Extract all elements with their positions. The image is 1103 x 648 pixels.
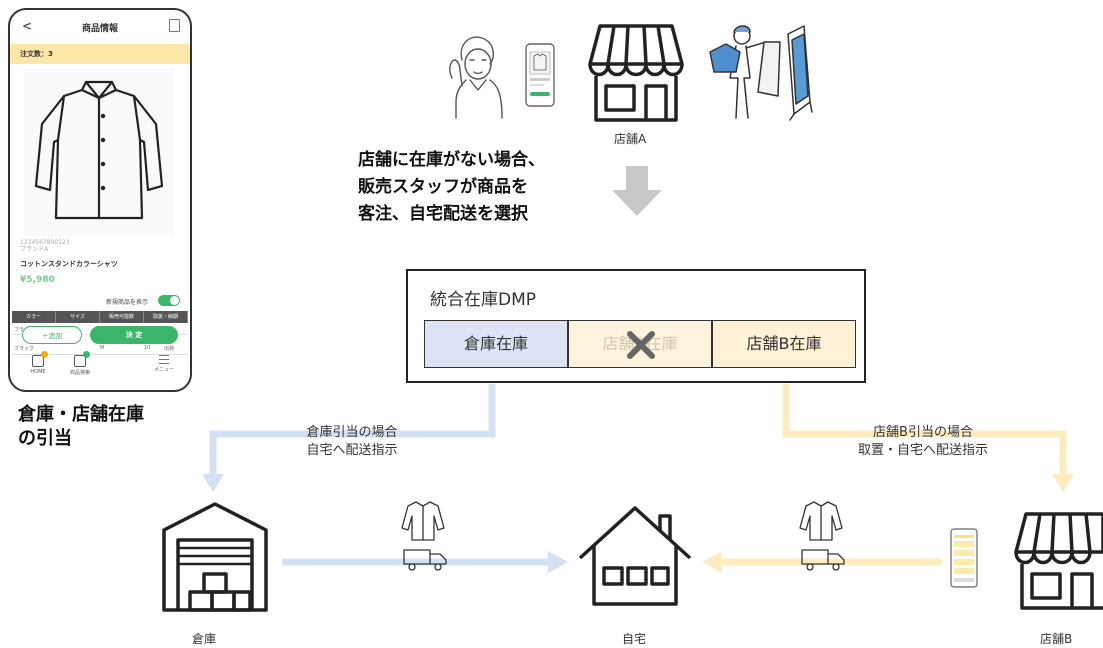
caption-left: 倉庫・店舗在庫 の引当 — [18, 403, 144, 451]
dmp-title: 統合在庫DMP — [430, 290, 537, 310]
row-qty: 10 — [144, 345, 151, 351]
menu-icon — [159, 355, 169, 364]
store-b-stock-cell: 店舗B在庫 — [712, 320, 856, 368]
integrated-inventory-dmp: 統合在庫DMP 倉庫在庫 店舗A在庫 店舗B在庫 — [406, 269, 866, 383]
store-b-label: 店舗B — [1040, 632, 1073, 646]
exit-icon[interactable] — [169, 19, 180, 32]
store-a-icon — [588, 24, 684, 122]
caption-left-line1: 倉庫・店舗在庫 — [18, 404, 144, 425]
toggle-label: 新規商品を表示 — [106, 299, 149, 306]
order-count-bar: 注文数：3 — [10, 44, 190, 64]
home-label: 自宅 — [622, 632, 647, 646]
storeb-route-arrow — [782, 384, 1067, 476]
smartphone-icon — [525, 43, 555, 107]
down-arrow-icon — [612, 166, 662, 216]
shirt-icon — [799, 501, 843, 541]
warehouse-route-arrow — [209, 384, 496, 476]
row-status: 出荷 — [164, 346, 175, 352]
warehouse-label: 倉庫 — [192, 632, 217, 646]
storeb-note-line1: 店舗B引当の場合 — [873, 425, 973, 440]
tab-search-label: 商品検索 — [69, 370, 90, 376]
back-icon[interactable]: < — [22, 19, 33, 33]
col-status: 取扱・納期 — [144, 311, 188, 323]
row-color: ブラック — [14, 346, 35, 352]
col-qty: 販売可能数 — [100, 311, 144, 323]
delivery-truck-icon — [801, 549, 845, 571]
customer-icon — [449, 36, 503, 119]
caption-main-line3: 客注、自宅配送を選択 — [358, 204, 528, 224]
shirt-icon — [34, 80, 164, 220]
row-color: ブラ — [14, 327, 25, 333]
tab-menu-label: メニュー — [153, 367, 174, 373]
storeb-route-note: 店舗B引当の場合 取置・自宅へ配送指示 — [828, 424, 1018, 460]
warehouse-stock-label: 倉庫在庫 — [463, 334, 528, 353]
caption-main-line2: 販売スタッフが商品を — [358, 177, 528, 197]
phone-header: < 商品情報 — [10, 10, 190, 44]
staff-with-shirt-icon — [709, 25, 813, 121]
warehouse-stock-cell: 倉庫在庫 — [424, 320, 568, 368]
tab-home[interactable]: HOME — [20, 351, 56, 375]
notification-badge — [83, 351, 90, 358]
store-a-stock-cell: 店舗A在庫 — [568, 320, 712, 368]
delivery-truck-icon — [403, 549, 447, 571]
row-size: M — [100, 345, 105, 351]
table-row[interactable]: ブラック M 10 出荷 — [12, 344, 188, 355]
store-a-label: 店舗A — [614, 132, 647, 146]
phone-header-title: 商品情報 — [81, 23, 118, 34]
new-items-toggle[interactable] — [158, 295, 180, 306]
tab-search[interactable]: 商品検索 — [62, 351, 98, 376]
caption-left-line2: の引当 — [18, 428, 72, 449]
product-name: コットンスタンドカラーシャツ — [20, 260, 118, 268]
col-color: カラー — [12, 311, 56, 323]
warehouse-route-note: 倉庫引当の場合 自宅へ配送指示 — [272, 424, 432, 460]
product-code: 1234567890123 — [20, 239, 70, 246]
product-image — [24, 68, 174, 236]
col-size: サイズ — [56, 311, 100, 323]
caption-main: 店舗に在庫がない場合、 販売スタッフが商品を 客注、自宅配送を選択 — [358, 147, 545, 228]
notification-badge — [41, 351, 48, 358]
product-price: ¥5,980 — [20, 275, 55, 285]
store-b-stock-label: 店舗B在庫 — [746, 334, 822, 353]
home-icon — [578, 506, 692, 606]
tab-home-label: HOME — [30, 369, 46, 375]
product-meta: 1234567890123 ブランドA — [20, 239, 70, 253]
home-icon — [32, 351, 48, 367]
decide-button[interactable]: 決 定 — [90, 326, 178, 344]
storeb-note-line2: 取置・自宅へ配送指示 — [857, 443, 988, 458]
warehouse-icon — [162, 502, 268, 612]
add-button[interactable]: ＋追加 — [22, 326, 82, 344]
warehouse-note-line1: 倉庫引当の場合 — [306, 425, 398, 440]
shirt-icon — [401, 501, 445, 541]
product-brand: ブランドA — [20, 246, 49, 253]
search-product-icon — [74, 351, 90, 367]
stock-table-header: カラー サイズ 販売可能数 取扱・納期 — [12, 311, 188, 323]
caption-main-line1: 店舗に在庫がない場合、 — [358, 150, 545, 170]
tab-menu[interactable]: メニュー — [146, 355, 182, 373]
phone-mockup: < 商品情報 注文数：3 1234567890123 ブランドA コットンスタン… — [8, 8, 192, 392]
store-b-icon — [1014, 512, 1103, 610]
smartphone-list-icon — [950, 528, 978, 588]
cross-icon — [627, 331, 655, 359]
warehouse-note-line2: 自宅へ配送指示 — [306, 443, 398, 458]
